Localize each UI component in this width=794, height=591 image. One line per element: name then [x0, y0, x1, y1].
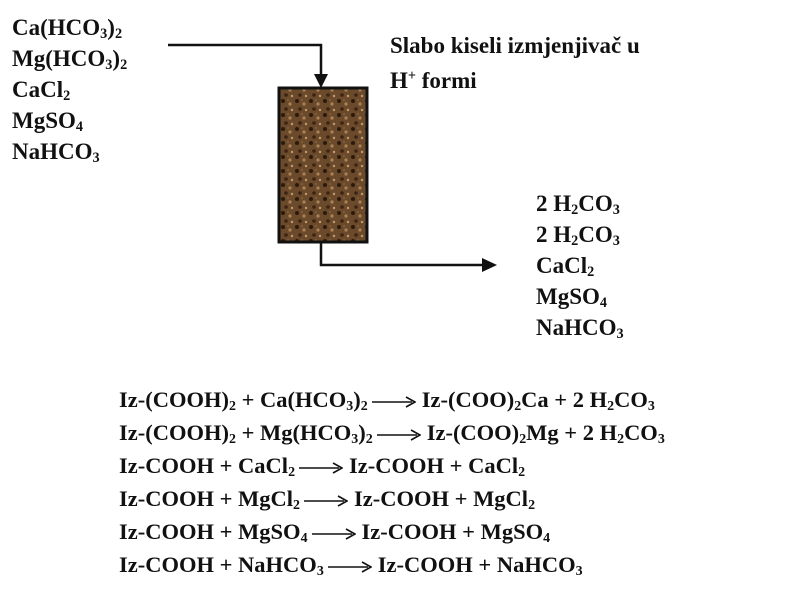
exchanger-label-line2: H+ formi — [390, 68, 477, 93]
reaction-products: Iz-(COO)2Mg + 2 H2CO3 — [426, 420, 665, 447]
output-species: NaHCO3 — [536, 315, 624, 342]
reaction-products: Iz-(COO)2Ca + 2 H2CO3 — [421, 387, 655, 414]
reaction-equations: Iz-(COOH)2 + Ca(HCO3)2 Iz-(COO)2Ca + 2 H2… — [119, 383, 665, 581]
output-species: CaCl2 — [536, 253, 595, 280]
input-species: CaCl2 — [12, 77, 71, 104]
reaction-equation: Iz-(COOH)2 + Ca(HCO3)2 Iz-(COO)2Ca + 2 H2… — [119, 383, 665, 416]
input-species: Ca(HCO3)2 — [12, 15, 123, 42]
reaction-equation: Iz-COOH + MgSO4 Iz-COOH + MgSO4 — [119, 515, 665, 548]
input-species: MgSO4 — [12, 108, 84, 135]
outlet-arrowhead — [482, 258, 497, 272]
reaction-equation: Iz-COOH + CaCl2 Iz-COOH + CaCl2 — [119, 449, 665, 482]
reaction-reactants: Iz-(COOH)2 + Ca(HCO3)2 — [119, 387, 368, 414]
input-species: Mg(HCO3)2 — [12, 46, 128, 73]
reaction-reactants: Iz-COOH + NaHCO3 — [119, 552, 324, 579]
reaction-reactants: Iz-COOH + CaCl2 — [119, 453, 296, 480]
reaction-products: Iz-COOH + CaCl2 — [349, 453, 526, 480]
reaction-reactants: Iz-COOH + MgSO4 — [119, 519, 308, 546]
exchanger-label-line1: Slabo kiseli izmjenjivač u — [390, 33, 640, 58]
ion-exchange-column — [277, 86, 369, 244]
output-species: 2 H2CO3 — [536, 191, 620, 218]
reaction-arrow-icon — [327, 561, 372, 573]
inlet-line — [168, 43, 323, 76]
reaction-arrow-icon — [304, 495, 349, 507]
reaction-arrow-icon — [299, 462, 344, 474]
reaction-arrow-icon — [376, 429, 421, 441]
outlet-line — [319, 242, 484, 267]
reaction-arrow-icon — [311, 528, 356, 540]
reaction-equation: Iz-COOH + MgCl2 Iz-COOH + MgCl2 — [119, 482, 665, 515]
reaction-products: Iz-COOH + MgCl2 — [354, 486, 536, 513]
reaction-equation: Iz-(COOH)2 + Mg(HCO3)2 Iz-(COO)2Mg + 2 H2… — [119, 416, 665, 449]
reaction-reactants: Iz-COOH + MgCl2 — [119, 486, 301, 513]
reaction-arrow-icon — [371, 396, 416, 408]
output-species: MgSO4 — [536, 284, 608, 311]
input-species: NaHCO3 — [12, 139, 100, 166]
reaction-equation: Iz-COOH + NaHCO3 Iz-COOH + NaHCO3 — [119, 548, 665, 581]
inlet-arrowhead — [314, 74, 328, 88]
exchanger-label: Slabo kiseli izmjenjivač u H+ formi — [390, 30, 640, 96]
reaction-products: Iz-COOH + MgSO4 — [361, 519, 551, 546]
reaction-reactants: Iz-(COOH)2 + Mg(HCO3)2 — [119, 420, 373, 447]
output-species: 2 H2CO3 — [536, 222, 620, 249]
reaction-products: Iz-COOH + NaHCO3 — [377, 552, 583, 579]
